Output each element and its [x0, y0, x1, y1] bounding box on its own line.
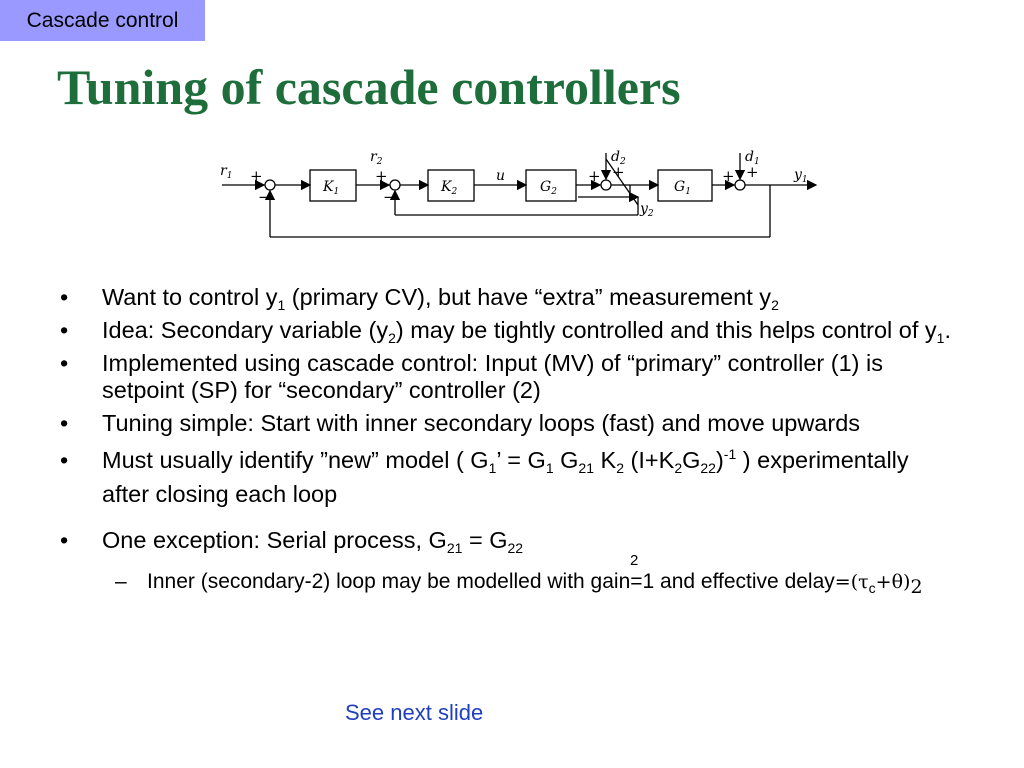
dash-marker: – — [115, 570, 127, 593]
y1-label: y1 — [793, 167, 808, 185]
sum2-minus: − — [383, 188, 396, 206]
cascade-block-diagram: r1 r2 K1 K2 G2 G1 u d2 d1 y1 y2 + − + − … — [220, 149, 818, 238]
bullet-dot: • — [60, 410, 69, 436]
bullet-item: • Implemented using cascade control: Inp… — [60, 350, 884, 403]
see-next-slide-link[interactable]: See next slide — [345, 700, 484, 725]
bullet-item: • One exception: Serial process, G21 = G… — [60, 527, 960, 569]
bullet-item: • Idea: Secondary variable (y2) may be t… — [60, 317, 951, 346]
u-label: u — [496, 168, 505, 184]
bullet-dot: • — [60, 350, 69, 376]
sum3-plus-left: + — [588, 167, 601, 185]
k2-label: K2 — [440, 179, 457, 197]
g2-label: G2 — [540, 179, 557, 197]
k1-label: K1 — [322, 179, 339, 197]
section-tag: Cascade control — [0, 0, 205, 41]
bullet-list: • Want to control y1 (primary CV), but h… — [60, 284, 960, 598]
d2-label: d2 — [611, 149, 626, 167]
sum2-plus: + — [375, 167, 388, 185]
bullet-item: • Tuning simple: Start with inner second… — [60, 410, 861, 436]
sum4-plus-top: + — [746, 163, 759, 181]
y2-label: y2 — [639, 201, 654, 219]
bullet-dot: • — [60, 284, 69, 310]
sum3-plus-top: + — [612, 163, 625, 181]
sub-bullet-item: – Inner (secondary-2) loop may be modell… — [115, 570, 923, 598]
sum1-plus: + — [250, 167, 263, 185]
g1-label: G1 — [674, 179, 691, 197]
slide-title: Tuning of cascade controllers — [57, 59, 681, 115]
sum4-plus-left: + — [722, 167, 735, 185]
bullet-dot: • — [60, 317, 69, 343]
bullet-dot: • — [60, 447, 69, 473]
sum1-minus: − — [258, 188, 271, 206]
bullet-dot: • — [60, 527, 69, 553]
d1-label: d1 — [745, 149, 760, 167]
bullet-item: • Must usually identify ”new” model ( G1… — [60, 443, 960, 511]
bullet-item: • Want to control y1 (primary CV), but h… — [60, 284, 779, 313]
stray-subscript: 2 — [630, 552, 639, 569]
r1-label: r1 — [220, 163, 232, 181]
r2-label: r2 — [370, 149, 383, 167]
